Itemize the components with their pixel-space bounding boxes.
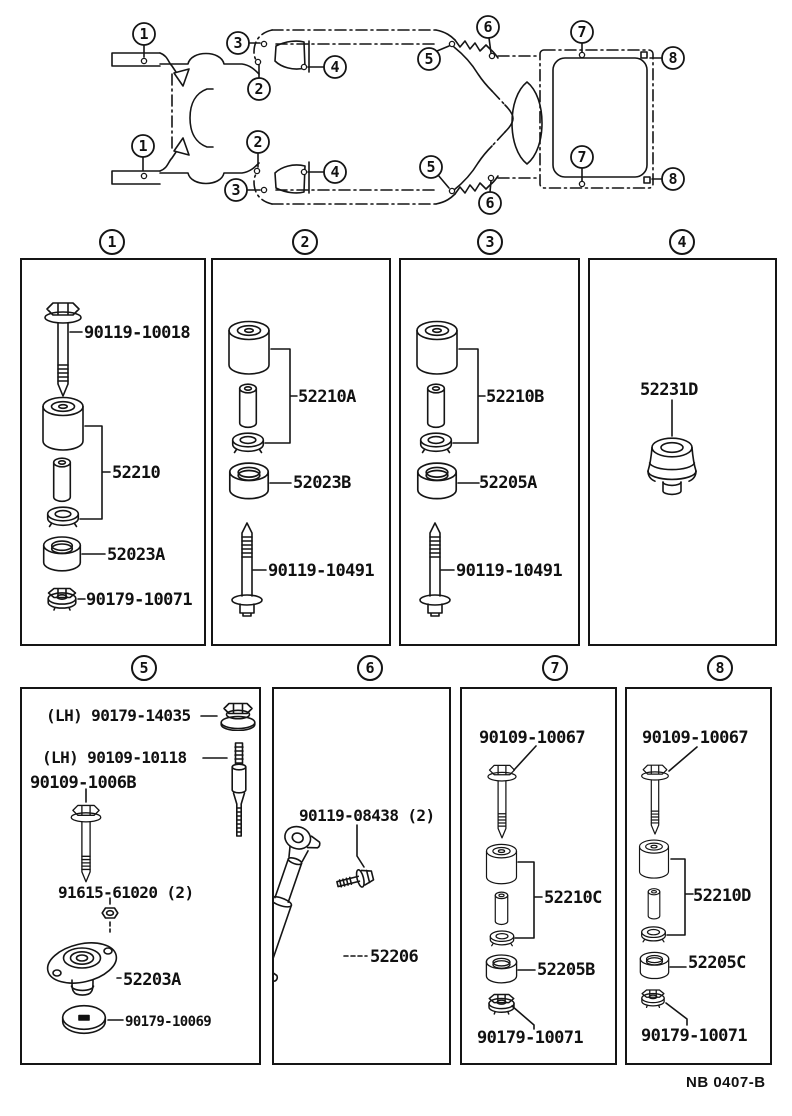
part-label-nut-lh: (LH) 90179-14035	[46, 706, 191, 725]
panel-8: 90109-10067 52210D 52205C 90179-10071	[625, 687, 772, 1065]
part-label-bolt: 90119-10491	[268, 561, 375, 581]
collar-drawing	[238, 383, 258, 429]
part-label-bolt: 90119-10018	[84, 323, 191, 343]
panel-7: 90109-10067 52210C 52205B 90179-10071	[460, 687, 617, 1065]
callout-5-bottom: 5	[426, 158, 435, 176]
callout-6-bottom: 6	[485, 194, 494, 212]
flange-bolt-drawing	[487, 764, 517, 839]
panel-2-marker: 2	[292, 229, 318, 255]
callout-7-bottom: 7	[577, 148, 586, 166]
nut-washer-drawing	[220, 702, 256, 731]
callout-1-top: 1	[139, 25, 148, 43]
panel-6: 90119-08438 (2) 52206	[272, 687, 451, 1065]
callout-8-top: 8	[668, 49, 677, 67]
bushing-drawing	[638, 839, 670, 879]
callout-5-top: 5	[424, 50, 433, 68]
panel-4: 52231D	[588, 258, 777, 646]
chassis-frame-diagram: 1 1 2 2 3 3 4 4 5 5 6 6 7 7	[111, 15, 685, 215]
callout-6-top: 6	[483, 18, 492, 36]
callout-2-bottom: 2	[253, 133, 262, 151]
part-label-nut: 90179-10071	[86, 590, 193, 610]
retainer-drawing	[419, 432, 453, 454]
part-label-cushion: 52023B	[293, 473, 351, 493]
cushion-drawing	[485, 954, 518, 984]
figure-code: NB 0407-B	[686, 1074, 766, 1091]
big-washer-drawing	[61, 1004, 107, 1035]
chassis-frame-outline	[111, 29, 654, 205]
bushing-drawing	[228, 320, 270, 375]
shock-absorber-drawing	[274, 822, 328, 989]
body-mount-drawing	[45, 935, 120, 996]
panel-3: 52210B 52205A 90119-10491	[399, 258, 580, 646]
retainer-drawing	[46, 506, 80, 528]
part-label-washer: 90179-10069	[125, 1014, 212, 1030]
part-label-bolt: 90109-10067	[642, 728, 749, 748]
panel-8-marker: 8	[707, 655, 733, 681]
collar-drawing	[52, 457, 72, 503]
bushing-drawing	[485, 843, 518, 885]
part-label-bushing: 52210	[112, 463, 161, 483]
panel-6-marker: 6	[357, 655, 383, 681]
retainer-drawing	[641, 926, 666, 943]
cushion-drawing	[228, 462, 270, 500]
small-bolt-drawing	[334, 866, 376, 894]
panel-2: 52210A 52023B 90119-10491	[211, 258, 391, 646]
panel-7-marker: 7	[542, 655, 568, 681]
part-label-bolt: 90119-10491	[456, 561, 563, 581]
part-label-cushion: 52205B	[537, 960, 595, 980]
panel-1-marker: 1	[99, 229, 125, 255]
flange-bolt-drawing	[44, 302, 82, 397]
callout-7-top: 7	[577, 23, 586, 41]
flange-bolt-drawing	[641, 764, 669, 835]
part-label-mount: 52203A	[123, 970, 181, 990]
part-label-nut: 91615-61020 (2)	[58, 883, 194, 902]
cushion-drawing	[42, 536, 82, 572]
part-label-cushion: 52205A	[479, 473, 537, 493]
cushion-drawing	[416, 462, 458, 500]
callout-3-bottom: 3	[231, 181, 240, 199]
part-label-bolt: 90109-10067	[479, 728, 586, 748]
stud-bolt-drawing	[231, 742, 247, 837]
panel-1: 90119-10018 52210 52023A 90179-10071	[20, 258, 206, 646]
part-label-bushing: 52210B	[486, 387, 544, 407]
callout-2-top: 2	[254, 80, 263, 98]
part-label-shock: 52206	[370, 947, 419, 967]
frame-callouts: 1 1 2 2 3 3 4 4 5 5 6 6 7 7	[131, 15, 685, 215]
panel-4-marker: 4	[669, 229, 695, 255]
flange-nut-drawing	[488, 993, 515, 1015]
part-label-nut: 90179-10071	[641, 1026, 748, 1046]
flange-bolt-drawing	[70, 804, 102, 883]
cushion-drawing	[639, 951, 670, 980]
flange-nut-drawing	[641, 989, 665, 1009]
part-label-bolt: 90119-08438 (2)	[299, 806, 435, 825]
part-label-bushing: 52210A	[298, 387, 356, 407]
callout-4-top: 4	[330, 58, 339, 76]
part-label-nut: 90179-10071	[477, 1028, 584, 1048]
part-label-bushing: 52210C	[544, 888, 602, 908]
part-label-stud-lh: (LH) 90109-10118	[42, 748, 187, 767]
panel-3-marker: 3	[477, 229, 503, 255]
part-label-cushion: 52205C	[688, 953, 746, 973]
body-cushion-drawing	[647, 437, 697, 496]
part-label-bushing: 52210D	[693, 886, 751, 906]
bushing-drawing	[416, 320, 458, 375]
collar-drawing	[494, 891, 509, 926]
part-label-cushion: 52231D	[640, 380, 698, 400]
part-label-bolt: 90109-1006B	[30, 773, 137, 793]
callout-1-bottom: 1	[138, 137, 147, 155]
collar-drawing	[426, 383, 446, 429]
flange-nut-drawing	[47, 587, 77, 611]
small-nut-drawing	[101, 907, 119, 919]
panel-5: (LH) 90179-14035 (LH) 90109-10118 90109-…	[20, 687, 261, 1065]
bushing-drawing	[42, 396, 84, 451]
callout-3-top: 3	[233, 34, 242, 52]
collar-drawing	[647, 888, 661, 920]
callout-4-bottom: 4	[330, 163, 339, 181]
retainer-drawing	[231, 432, 265, 454]
panel-5-marker: 5	[131, 655, 157, 681]
part-label-cushion: 52023A	[107, 545, 165, 565]
callout-8-bottom: 8	[668, 170, 677, 188]
retainer-drawing	[489, 930, 515, 947]
